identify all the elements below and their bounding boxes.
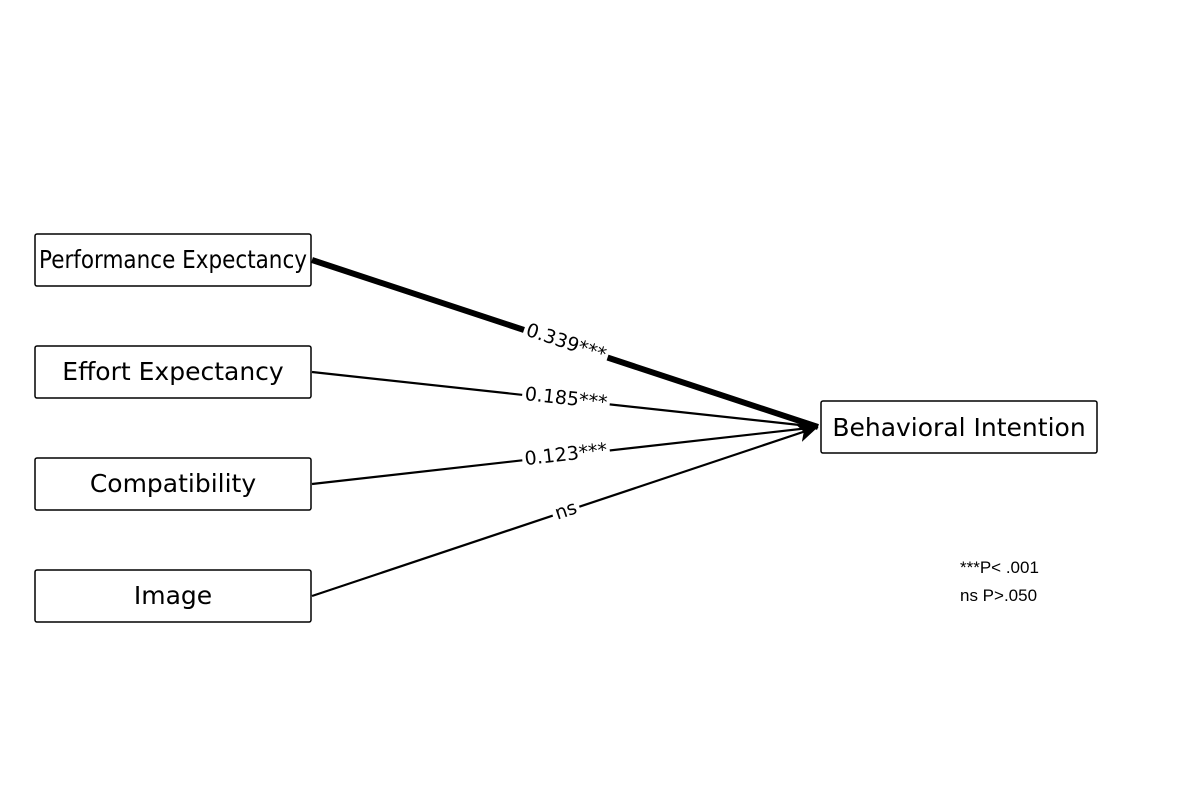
edge-label-performance: 0.339*** (520, 316, 612, 368)
node-compatibility-label: Compatibility (90, 469, 257, 498)
legend-line-not-significant: ns P>.050 (960, 586, 1037, 605)
node-image-label: Image (134, 581, 212, 610)
node-effort-expectancy-label: Effort Expectancy (62, 357, 284, 386)
edge-label-performance-text: 0.339*** (523, 319, 609, 366)
significance-legend: ***P< .001 ns P>.050 (960, 558, 1039, 605)
node-behavioral-intention: Behavioral Intention (820, 400, 1098, 454)
node-performance-expectancy-label: Performance Expectancy (39, 245, 307, 274)
legend-line-significant: ***P< .001 (960, 558, 1039, 577)
edge-label-compatibility: 0.123*** (520, 437, 611, 471)
node-compatibility: Compatibility (34, 457, 312, 511)
node-behavioral-intention-label: Behavioral Intention (832, 413, 1085, 442)
edge-label-compatibility-text: 0.123*** (524, 439, 609, 470)
edge-label-image: ns (548, 494, 583, 526)
edge-label-effort-text: 0.185*** (524, 383, 609, 414)
edge-label-effort: 0.185*** (521, 381, 612, 415)
node-effort-expectancy: Effort Expectancy (34, 345, 312, 399)
node-performance-expectancy: Performance Expectancy (34, 233, 312, 287)
node-image: Image (34, 569, 312, 623)
